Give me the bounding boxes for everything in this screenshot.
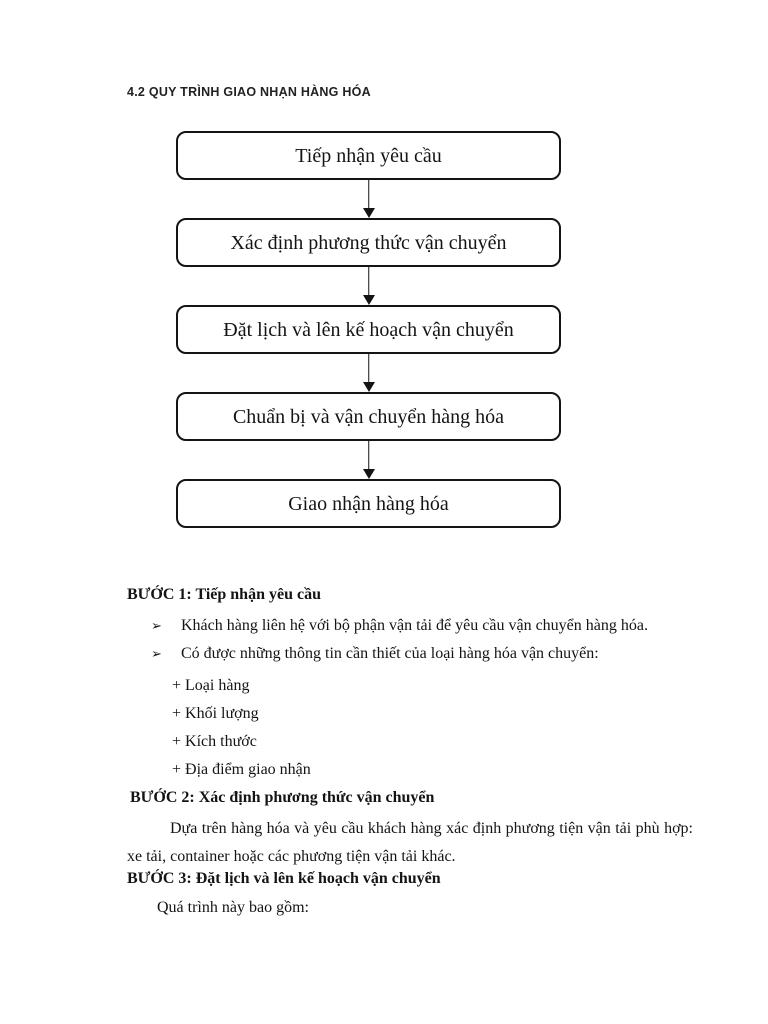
arrow-shaft <box>367 354 370 383</box>
step2-paragraph: Dựa trên hàng hóa và yêu cầu khách hàng … <box>127 820 693 865</box>
arrow-shaft <box>367 441 370 470</box>
sub-item: + Địa điểm giao nhận <box>172 761 311 778</box>
bullet-text: Khách hàng liên hệ với bộ phận vận tải đ… <box>181 617 648 634</box>
flow-step-5-label: Giao nhận hàng hóa <box>288 492 449 515</box>
arrowhead-bullet-icon: ➢ <box>151 618 162 633</box>
step3-paragraph: Quá trình này bao gồm: <box>157 899 309 916</box>
flow-arrow-4 <box>176 441 561 479</box>
flow-arrow-2 <box>176 267 561 305</box>
arrowhead-bullet-icon: ➢ <box>151 646 162 661</box>
bullet-item: ➢ Khách hàng liên hệ với bộ phận vận tải … <box>151 612 693 640</box>
step2-heading: BƯỚC 2: Xác định phương thức vận chuyển <box>130 789 435 806</box>
flow-arrow-1 <box>176 180 561 218</box>
bullet-item: ➢ Có được những thông tin cần thiết của l… <box>151 640 693 668</box>
sub-item: + Loại hàng <box>172 677 250 694</box>
step1-heading: BƯỚC 1: Tiếp nhận yêu cầu <box>127 586 321 603</box>
flow-step-1: Tiếp nhận yêu cầu <box>176 131 561 180</box>
arrow-down-icon <box>362 469 375 479</box>
document-body: BƯỚC 1: Tiếp nhận yêu cầu ➢ Khách hàng li… <box>127 584 693 919</box>
flow-step-4: Chuẩn bị và vận chuyển hàng hóa <box>176 392 561 441</box>
arrow-down-icon <box>362 382 375 392</box>
arrow-down-icon <box>362 295 375 305</box>
flow-step-4-label: Chuẩn bị và vận chuyển hàng hóa <box>232 405 505 428</box>
arrow-shaft <box>367 180 370 209</box>
bullet-text: Có được những thông tin cần thiết của lo… <box>181 645 599 662</box>
flow-step-3-label: Đặt lịch và lên kế hoạch vận chuyển <box>223 318 514 341</box>
flow-step-2: Xác định phương thức vận chuyển <box>176 218 561 267</box>
flow-step-2-label: Xác định phương thức vận chuyển <box>230 231 507 254</box>
flow-step-1-label: Tiếp nhận yêu cầu <box>295 144 442 167</box>
sub-item: + Khối lượng <box>172 705 259 722</box>
sub-item: + Kích thước <box>172 733 257 750</box>
step3-heading: BƯỚC 3: Đặt lịch và lên kế hoạch vận chu… <box>127 870 441 887</box>
step1-sub-list: + Loại hàng + Khối lượng + Kích thước + … <box>172 672 693 784</box>
arrow-shaft <box>367 267 370 296</box>
flow-arrow-3 <box>176 354 561 392</box>
process-flowchart: Tiếp nhận yêu cầu Xác định phương thức v… <box>176 131 561 528</box>
flow-step-3: Đặt lịch và lên kế hoạch vận chuyển <box>176 305 561 354</box>
section-title: 4.2 QUY TRÌNH GIAO NHẠN HÀNG HÓA <box>127 85 371 99</box>
step1-bullet-list: ➢ Khách hàng liên hệ với bộ phận vận tải … <box>127 612 693 668</box>
arrow-down-icon <box>362 208 375 218</box>
flow-step-5: Giao nhận hàng hóa <box>176 479 561 528</box>
